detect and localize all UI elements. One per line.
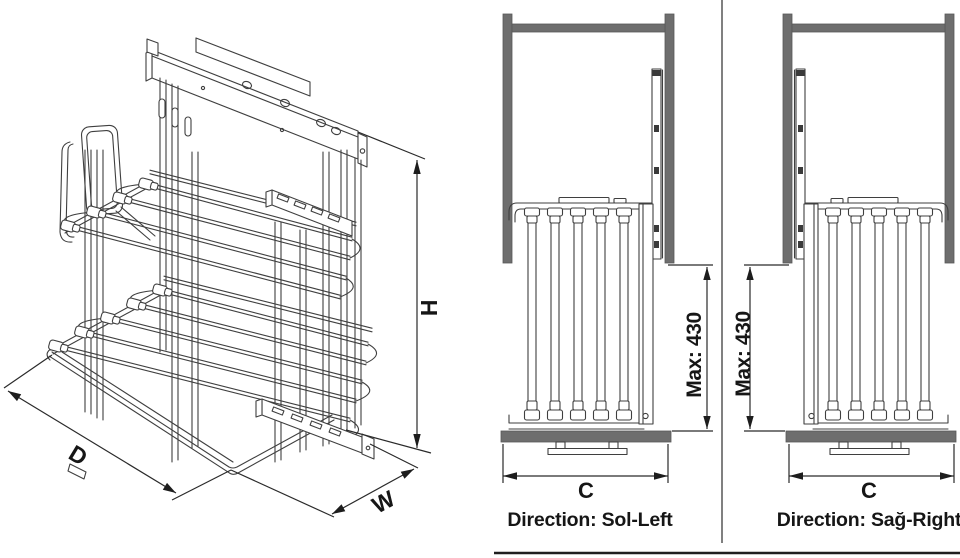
direction-label-right: Direction: Sağ-Right bbox=[777, 509, 960, 531]
upper-basket-tier bbox=[59, 169, 361, 300]
dimension-label-width: W bbox=[368, 485, 400, 518]
rear-mounting-plate bbox=[195, 37, 311, 97]
max-height-label-left: Max: 430 bbox=[683, 312, 706, 398]
isometric-view: H D W bbox=[3, 37, 442, 518]
lower-basket-tier bbox=[46, 275, 378, 439]
dimension-label-height: H bbox=[416, 300, 442, 316]
max-height-label-right: Max: 430 bbox=[732, 311, 755, 397]
cabinet-width-label-right: C bbox=[861, 478, 877, 503]
iso-dimensions bbox=[3, 131, 432, 518]
upper-slide-bracket bbox=[265, 189, 353, 237]
dimension-label-depth: D bbox=[64, 440, 91, 471]
top-mounting-beam bbox=[145, 38, 368, 168]
lower-slide-rail bbox=[255, 398, 375, 460]
front-view-right: Max: 430 C Direction: Sağ-Right bbox=[732, 14, 960, 531]
back-frame-wires bbox=[84, 77, 362, 463]
cabinet-width-label-left: C bbox=[578, 478, 594, 503]
direction-label-left: Direction: Sol-Left bbox=[507, 509, 673, 531]
front-view-left: Max: 430 C Direction: Sol-Left bbox=[501, 14, 713, 531]
basket-handle bbox=[59, 124, 156, 243]
